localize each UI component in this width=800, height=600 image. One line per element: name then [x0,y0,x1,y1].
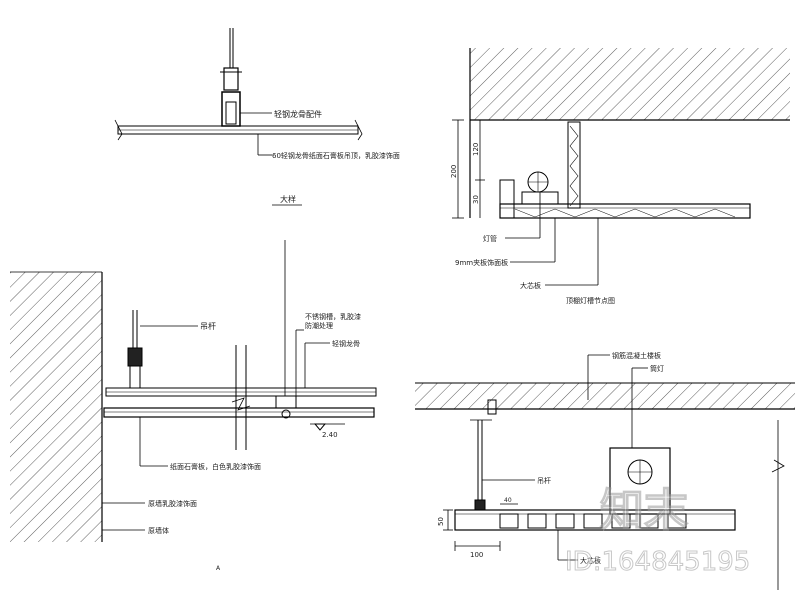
label-bottom-d: 大芯板 [580,556,601,565]
label-light: 筒灯 [650,364,664,373]
label-board-b: 纸面石膏板，白色乳胶漆饰面 [170,462,261,471]
dim-bottom-c: 30 [472,195,480,204]
detail-c: 200 120 30 灯管 9mm夹板饰面板 大芯板 顶棚灯槽节点图 [450,48,790,305]
label-boom-b: 吊杆 [200,321,216,331]
label-keel-b: 轻钢龙骨 [332,339,360,348]
keel-channel [221,91,241,127]
label-board-a: 60轻钢龙骨纸面石膏板吊顶，乳胶漆饰面 [272,151,400,160]
dim-width-d: 100 [470,551,483,559]
watermark: 知末 ID:164845195 [565,484,751,577]
detail-b: 2.40 吊杆 不锈钢槽，乳胶漆 防潮处理 轻钢龙骨 纸面石膏板，白色乳胶漆饰面… [10,240,377,572]
slab-hatch-c [470,48,790,120]
label-core-c: 大芯板 [520,281,541,290]
bottom-board [454,509,736,531]
caption-detail-c: 顶棚灯槽节点图 [566,296,615,305]
watermark-brand: 知末 [600,485,688,536]
dim-small-d: 40 [504,497,512,504]
level-value: 2.40 [322,431,338,439]
caption-mark-b: A [216,565,221,572]
detail-a: 轻钢龙骨配件 60轻钢龙骨纸面石膏板吊顶，乳胶漆饰面 大样 [114,28,400,206]
caption-detail-a: 大样 [280,194,296,204]
slab-hatch-d [415,383,795,409]
dim-top-c: 120 [472,143,480,156]
hanger-bracket [223,67,239,91]
label-wall-finish: 原墙乳胶漆饰面 [148,499,197,508]
label-lamp: 灯管 [483,234,497,243]
label-slot-2: 防潮处理 [305,321,333,330]
label-board-c: 9mm夹板饰面板 [455,258,508,267]
cove-board [499,203,751,219]
detail-d: 钢筋混凝土楼板 吊杆 筒灯 50 100 40 [415,351,795,590]
label-boom-d: 吊杆 [537,476,551,485]
label-structure-d: 钢筋混凝土楼板 [612,351,661,360]
label-keel-fitting: 轻钢龙骨配件 [274,109,322,119]
watermark-id: ID:164845195 [565,547,750,577]
dim-height-d: 50 [437,517,445,526]
label-structure-b: 原墙体 [148,526,169,535]
level-marker [313,423,327,431]
slot-channel [275,395,297,409]
dim-total-c: 200 [450,165,458,178]
label-slot: 不锈钢槽，乳胶漆 [305,312,361,321]
wall-hatch [10,272,102,542]
